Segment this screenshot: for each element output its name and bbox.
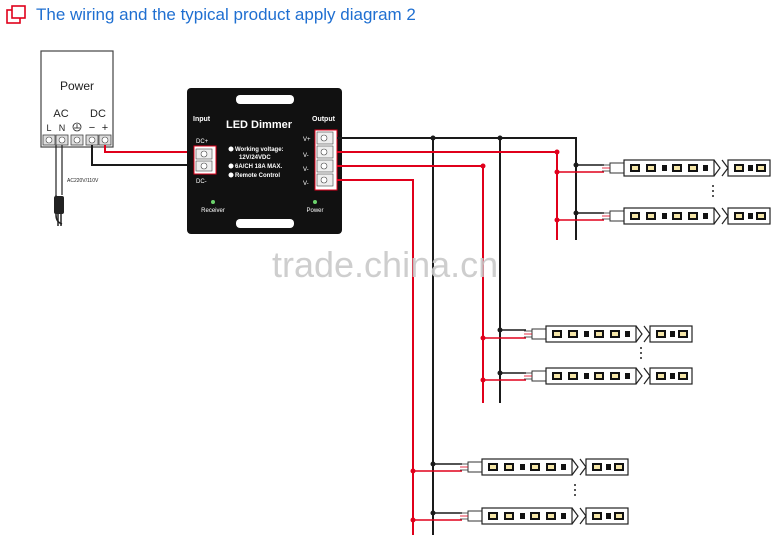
- ground-icon: [72, 122, 82, 132]
- page-title: The wiring and the typical product apply…: [36, 5, 416, 24]
- dc-minus-label: DC-: [196, 179, 207, 185]
- dimmer-output-label: Output: [312, 116, 336, 123]
- output-wiring: [337, 135, 604, 535]
- out-v1-label: V-: [303, 153, 309, 159]
- watermark: trade.china.cn: [272, 244, 499, 285]
- ac-label: AC: [53, 108, 68, 120]
- power-supply-label: Power: [60, 79, 94, 93]
- plug-voltage-note: AC220V/110V: [67, 178, 99, 184]
- dimmer-input-label: Input: [193, 116, 211, 123]
- dimmer-power-label: Power: [306, 208, 323, 214]
- out-vplus-label: V+: [303, 137, 311, 143]
- ac-plug-cable: AC220V/110V: [54, 145, 99, 226]
- led-strip: [523, 325, 693, 343]
- document-icon: [6, 5, 26, 24]
- dimmer-name: LED Dimmer: [226, 119, 293, 131]
- spec-voltage-value: 12V/24VDC: [239, 155, 271, 161]
- led-strip: [523, 367, 693, 385]
- receiver-label: Receiver: [201, 208, 225, 214]
- spec-remote: Remote Control: [235, 173, 280, 179]
- led-strip: [601, 159, 771, 177]
- dc-plus-label: DC+: [196, 139, 209, 145]
- out-v3-label: V-: [303, 181, 309, 187]
- terminal-l-label: L: [46, 123, 51, 133]
- spec-current: 6A/CH 18A MAX.: [235, 164, 282, 170]
- power-supply: Power AC DC L N − +: [40, 50, 114, 148]
- led-strip: [601, 207, 771, 225]
- led-strip: [459, 507, 629, 525]
- power-indicator: [313, 200, 317, 204]
- dc-label: DC: [90, 108, 106, 120]
- terminal-n-label: N: [59, 123, 66, 133]
- led-dimmer: Input Output LED Dimmer DC+ DC- Working …: [187, 88, 342, 234]
- spec-voltage: Working voltage:: [235, 147, 284, 153]
- continuation-dots: [574, 185, 714, 496]
- receiver-indicator: [211, 200, 215, 204]
- terminal-plus-label: +: [102, 122, 108, 134]
- led-strip: [459, 458, 629, 476]
- out-v2-label: V-: [303, 167, 309, 173]
- terminal-minus-label: −: [89, 122, 95, 134]
